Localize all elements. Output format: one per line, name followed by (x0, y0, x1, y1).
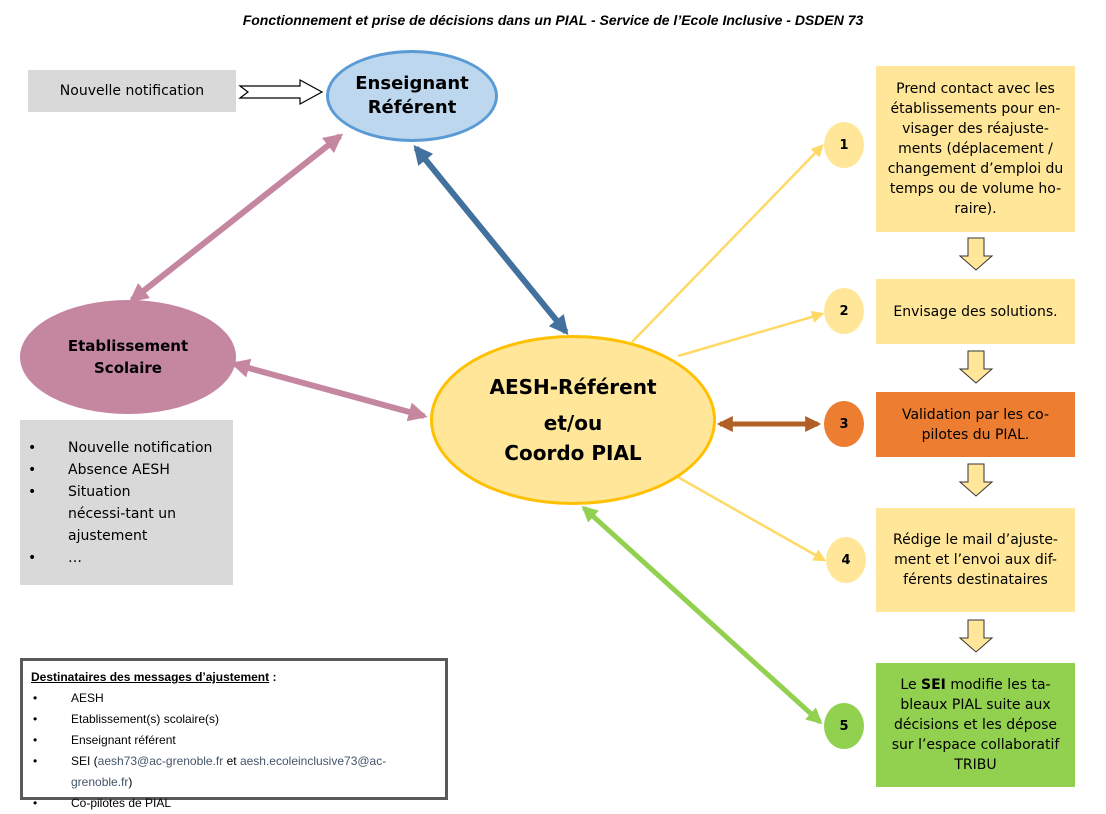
diagram-title: Fonctionnement et prise de décisions dan… (242, 12, 864, 28)
flow-arrow-4-5 (958, 619, 994, 653)
node-etablissement-line1: Etablissement (67, 337, 189, 355)
recipients-title-suffix: : (269, 670, 277, 684)
step-1-badge: 1 (824, 122, 864, 168)
flow-arrow-1-2 (958, 237, 994, 271)
node-enseignant-line2: Référent (367, 97, 457, 118)
node-aesh-line1: AESH-Référent (489, 375, 657, 399)
node-aesh-line2: et/ou (543, 411, 603, 435)
link-aesh-step4 (675, 474, 827, 562)
link-enseignant-aesh (413, 145, 569, 335)
node-enseignant-line1: Enseignant (355, 73, 469, 94)
step-4-text: Rédige le mail d’ajuste-ment et l’envoi … (893, 532, 1058, 588)
recipient-sei-end: ) (128, 775, 133, 789)
node-etablissement-line2: Scolaire (94, 359, 162, 377)
notification-box: Nouvelle notification (28, 70, 236, 112)
email-link-aesh73[interactable]: aesh73@ac-grenoble.fr (97, 754, 224, 768)
recipient-item: Co-pilotes de PIAL (31, 793, 437, 814)
step-1-text: Prend contact avec les établissements po… (887, 81, 1064, 217)
recipient-item: Etablissement(s) scolaire(s) (31, 709, 437, 730)
step-3-text: Validation par les co-pilotes du PIAL. (901, 406, 1050, 443)
step-5-badge: 5 (824, 703, 864, 749)
recipient-sei-mid: et (223, 754, 240, 768)
step-2-badge: 2 (824, 288, 864, 334)
step-4-box: Rédige le mail d’ajuste-ment et l’envoi … (876, 508, 1075, 612)
notification-label: Nouvelle notification (59, 83, 205, 99)
recipients-title: Destinataires des messages d’ajustement (31, 670, 270, 684)
step-3-box: Validation par les co-pilotes du PIAL. (876, 392, 1075, 457)
recipients-list: AESH Etablissement(s) scolaire(s) Enseig… (31, 688, 437, 814)
recipients-box: Destinataires des messages d’ajustement … (20, 658, 448, 814)
recipient-item-sei: SEI (aesh73@ac-grenoble.fr et aesh.ecole… (31, 751, 437, 793)
step-3-badge: 3 (824, 401, 864, 447)
situation-item: … (20, 547, 212, 569)
situations-list: Nouvelle notification Absence AESH Situa… (20, 437, 212, 569)
recipient-item: Enseignant référent (31, 730, 437, 751)
node-aesh-referent: AESH-Référent et/ou Coordo PIAL (430, 335, 716, 505)
link-enseignant-etablissement (128, 133, 344, 303)
situations-box: Nouvelle notification Absence AESH Situa… (20, 420, 233, 585)
step-1-box: Prend contact avec les établissements po… (876, 66, 1075, 232)
flow-arrow-3-4 (958, 463, 994, 497)
step-5-text-pre: Le (900, 677, 922, 693)
link-aesh-step5 (581, 505, 823, 725)
node-enseignant-referent: Enseignant Référent (326, 50, 498, 142)
step-2-box: Envisage des solutions. (876, 279, 1075, 344)
email-link-ecoleinclusive[interactable]: aesh.ecoleinclusive73@ac-grenoble.fr (71, 754, 387, 789)
link-aesh-step1 (631, 144, 824, 343)
step-2-text: Envisage des solutions. (893, 303, 1058, 320)
recipient-item: AESH (31, 688, 437, 709)
link-etablissement-aesh (230, 358, 428, 422)
situation-item: Nouvelle notification (20, 437, 212, 459)
recipients-heading: Destinataires des messages d’ajustement … (31, 667, 437, 688)
notification-arrow (238, 78, 324, 106)
step-5-text-bold: SEI (921, 677, 946, 693)
recipient-sei-label: SEI ( (71, 754, 98, 768)
situation-item: Situation nécessi-tant un ajustement (20, 481, 188, 547)
step-5-text: Le SEI modifie les ta-bleaux PIAL suite … (886, 675, 1065, 775)
node-etablissement-scolaire: Etablissement Scolaire (20, 300, 236, 414)
step-4-badge: 4 (826, 537, 866, 583)
node-aesh-line3: Coordo PIAL (504, 441, 642, 465)
step-5-text-post: modifie les ta-bleaux PIAL suite aux déc… (891, 677, 1060, 773)
situation-item: Absence AESH (20, 459, 212, 481)
flow-arrow-2-3 (958, 350, 994, 384)
step-5-box: Le SEI modifie les ta-bleaux PIAL suite … (876, 663, 1075, 787)
link-aesh-step2 (677, 310, 825, 358)
